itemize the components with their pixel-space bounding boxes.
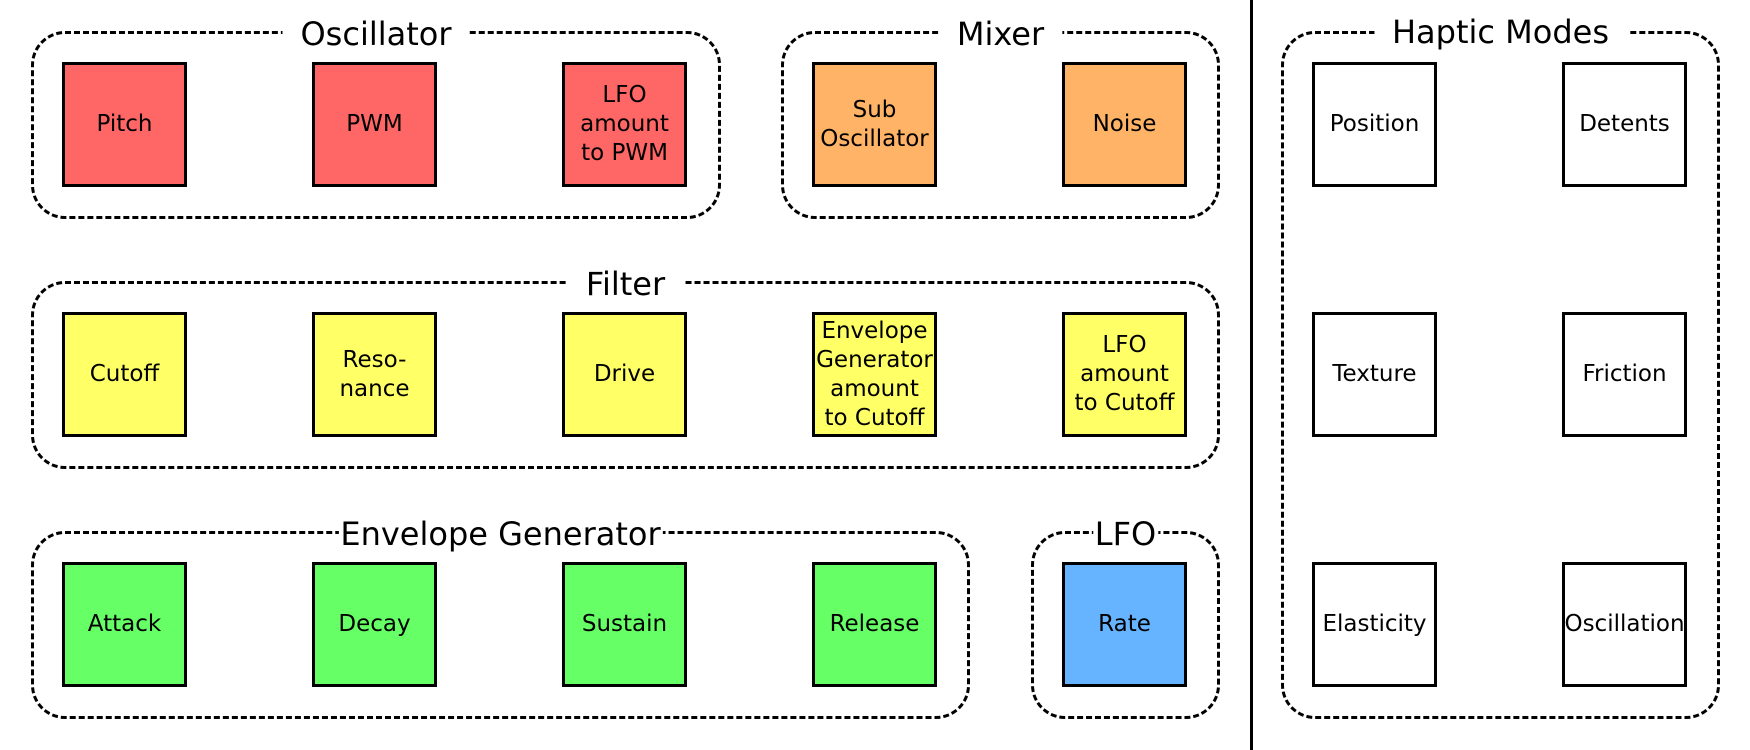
position-box: Position (1312, 62, 1437, 187)
lfo-amount-to-pwm-box: LFO amount to PWM (562, 62, 687, 187)
sub-oscillator-box: Sub Oscillator (812, 62, 937, 187)
texture-box: Texture (1312, 312, 1437, 437)
noise-box: Noise (1062, 62, 1187, 187)
resonance-box: Reso- nance (312, 312, 437, 437)
decay-box: Decay (312, 562, 437, 687)
oscillator-group: Oscillator (31, 14, 721, 219)
attack-box: Attack (62, 562, 187, 687)
lfo-group: LFO (1031, 514, 1220, 719)
lfo-amount-to-cutoff-box: LFO amount to Cutoff (1062, 312, 1187, 437)
friction-box: Friction (1562, 312, 1687, 437)
haptic-modes-group: Haptic Modes (1281, 12, 1720, 719)
pwm-box: PWM (312, 62, 437, 187)
filter-group-title: Filter (567, 264, 684, 304)
elasticity-box: Elasticity (1312, 562, 1437, 687)
release-box: Release (812, 562, 937, 687)
filter-group: Filter (31, 264, 1220, 469)
envelope-generator-group-title: Envelope Generator (338, 514, 663, 554)
oscillation-box: Oscillation (1562, 562, 1687, 687)
sustain-box: Sustain (562, 562, 687, 687)
mixer-group: Mixer (781, 14, 1220, 219)
detents-box: Detents (1562, 62, 1687, 187)
haptic-modes-group-title: Haptic Modes (1373, 12, 1628, 52)
rate-box: Rate (1062, 562, 1187, 687)
envelope-generator-group: Envelope Generator (31, 514, 970, 719)
envelope-amount-to-cutoff-box: Envelope Generator amount to Cutoff (812, 312, 937, 437)
drive-box: Drive (562, 312, 687, 437)
pitch-box: Pitch (62, 62, 187, 187)
mixer-group-title: Mixer (938, 14, 1063, 54)
section-divider (1250, 0, 1253, 750)
oscillator-group-title: Oscillator (282, 14, 470, 54)
cutoff-box: Cutoff (62, 312, 187, 437)
lfo-group-title: LFO (1092, 514, 1159, 554)
